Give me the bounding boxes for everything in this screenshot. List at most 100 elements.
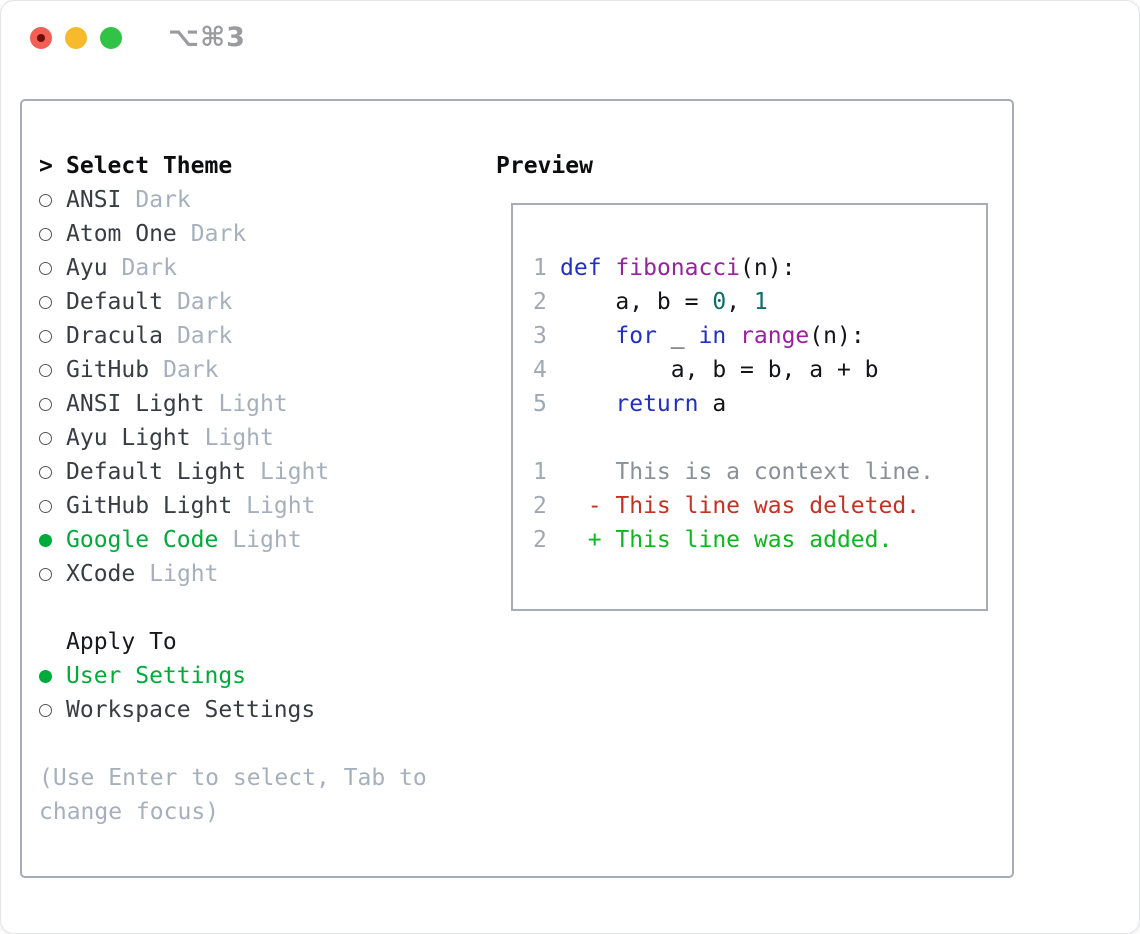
- radio-icon: [39, 431, 52, 445]
- code-token: for: [615, 323, 657, 349]
- radio-marker: [39, 465, 66, 479]
- radio-marker: [39, 363, 66, 377]
- theme-option-github-light[interactable]: GitHub Light Light: [39, 489, 427, 523]
- theme-name: Default: [66, 289, 163, 315]
- code-token: a, b = b, a + b: [560, 357, 879, 383]
- line-number: 1: [533, 459, 547, 485]
- diff-text: + This line was added.: [560, 527, 893, 553]
- theme-name: ANSI: [66, 187, 122, 213]
- code-token: _: [656, 323, 699, 349]
- apply-to-title: Apply To: [66, 629, 177, 655]
- diff-text: - This line was deleted.: [560, 493, 921, 519]
- radio-icon: [39, 567, 52, 581]
- theme-name: Google Code: [66, 527, 219, 553]
- radio-icon: [39, 193, 52, 207]
- code-token: [726, 323, 740, 349]
- code-token: (n):: [740, 255, 796, 281]
- radio-marker: [39, 567, 66, 581]
- line-number: 4: [533, 357, 547, 383]
- radio-icon: [39, 329, 52, 343]
- theme-variant: Dark: [121, 255, 177, 281]
- titlebar: ⌥⌘3: [1, 1, 1139, 99]
- code-token: fibonacci: [615, 255, 741, 281]
- radio-marker: [39, 329, 66, 343]
- focus-cursor: >: [39, 153, 53, 179]
- help-text: (Use Enter to select, Tab to change focu…: [39, 765, 427, 825]
- apply-option-workspace-settings[interactable]: Workspace Settings: [39, 693, 427, 727]
- minimize-button[interactable]: [65, 27, 87, 49]
- diff-line-deleted: 2 - This line was deleted.: [533, 489, 986, 523]
- theme-name: ANSI Light: [66, 391, 205, 417]
- theme-name: GitHub: [66, 357, 150, 383]
- radio-marker: [39, 397, 66, 411]
- theme-name: XCode: [66, 561, 136, 587]
- theme-name: Atom One: [66, 221, 177, 247]
- code-line: 4 a, b = b, a + b: [533, 353, 986, 387]
- theme-name: Ayu: [66, 255, 108, 281]
- theme-name: Default Light: [66, 459, 247, 485]
- code-token: [560, 323, 615, 349]
- radio-marker: [39, 533, 66, 547]
- code-token: in: [698, 323, 727, 349]
- radio-icon: [39, 261, 52, 275]
- theme-variant: Light: [218, 391, 288, 417]
- theme-option-dracula[interactable]: Dracula Dark: [39, 319, 427, 353]
- line-number: 1: [533, 255, 547, 281]
- radio-marker: [39, 499, 66, 513]
- close-button[interactable]: [30, 27, 52, 49]
- radio-icon: [39, 397, 52, 411]
- theme-variant: Light: [246, 493, 316, 519]
- code-line: 3 for _ in range(n):: [533, 319, 986, 353]
- theme-variant: Dark: [190, 221, 247, 247]
- theme-option-ansi-light[interactable]: ANSI Light Light: [39, 387, 427, 421]
- radio-marker: [39, 193, 66, 207]
- code-token: 1: [753, 289, 768, 315]
- theme-name: GitHub Light: [66, 493, 233, 519]
- radio-icon: [39, 363, 52, 377]
- theme-variant: Dark: [176, 289, 233, 315]
- window-title: ⌥⌘3: [168, 22, 246, 53]
- radio-marker: [39, 227, 66, 241]
- preview-title: Preview: [496, 153, 593, 179]
- theme-list-title: Select Theme: [66, 153, 233, 179]
- radio-selected-icon: [39, 533, 52, 547]
- theme-option-default-light[interactable]: Default Light Light: [39, 455, 427, 489]
- code-token: [560, 391, 615, 417]
- line-number: 3: [533, 323, 547, 349]
- radio-marker: [39, 261, 66, 275]
- theme-option-github[interactable]: GitHub Dark: [39, 353, 427, 387]
- radio-icon: [39, 703, 52, 717]
- code-token: return: [615, 391, 699, 417]
- radio-selected-icon: [39, 669, 52, 683]
- apply-to-header: Apply To: [39, 625, 427, 659]
- theme-name: Dracula: [66, 323, 163, 349]
- code-token: def: [560, 255, 602, 281]
- theme-name: Ayu Light: [66, 425, 191, 451]
- theme-option-ayu[interactable]: Ayu Dark: [39, 251, 427, 285]
- apply-option-user-settings[interactable]: User Settings: [39, 659, 427, 693]
- radio-marker: [39, 295, 66, 309]
- theme-variant: Dark: [176, 323, 233, 349]
- theme-option-default[interactable]: Default Dark: [39, 285, 427, 319]
- code-line: 2 a, b = 0, 1: [533, 285, 986, 319]
- theme-option-atom-one[interactable]: Atom One Dark: [39, 217, 427, 251]
- code-token: ,: [726, 289, 754, 315]
- radio-icon: [39, 499, 52, 513]
- theme-list-header: > Select Theme: [39, 149, 427, 183]
- zoom-button[interactable]: [100, 27, 122, 49]
- code-token: (n):: [809, 323, 865, 349]
- theme-variant: Light: [260, 459, 330, 485]
- apply-option-label: User Settings: [66, 663, 247, 689]
- theme-variant: Dark: [163, 357, 219, 383]
